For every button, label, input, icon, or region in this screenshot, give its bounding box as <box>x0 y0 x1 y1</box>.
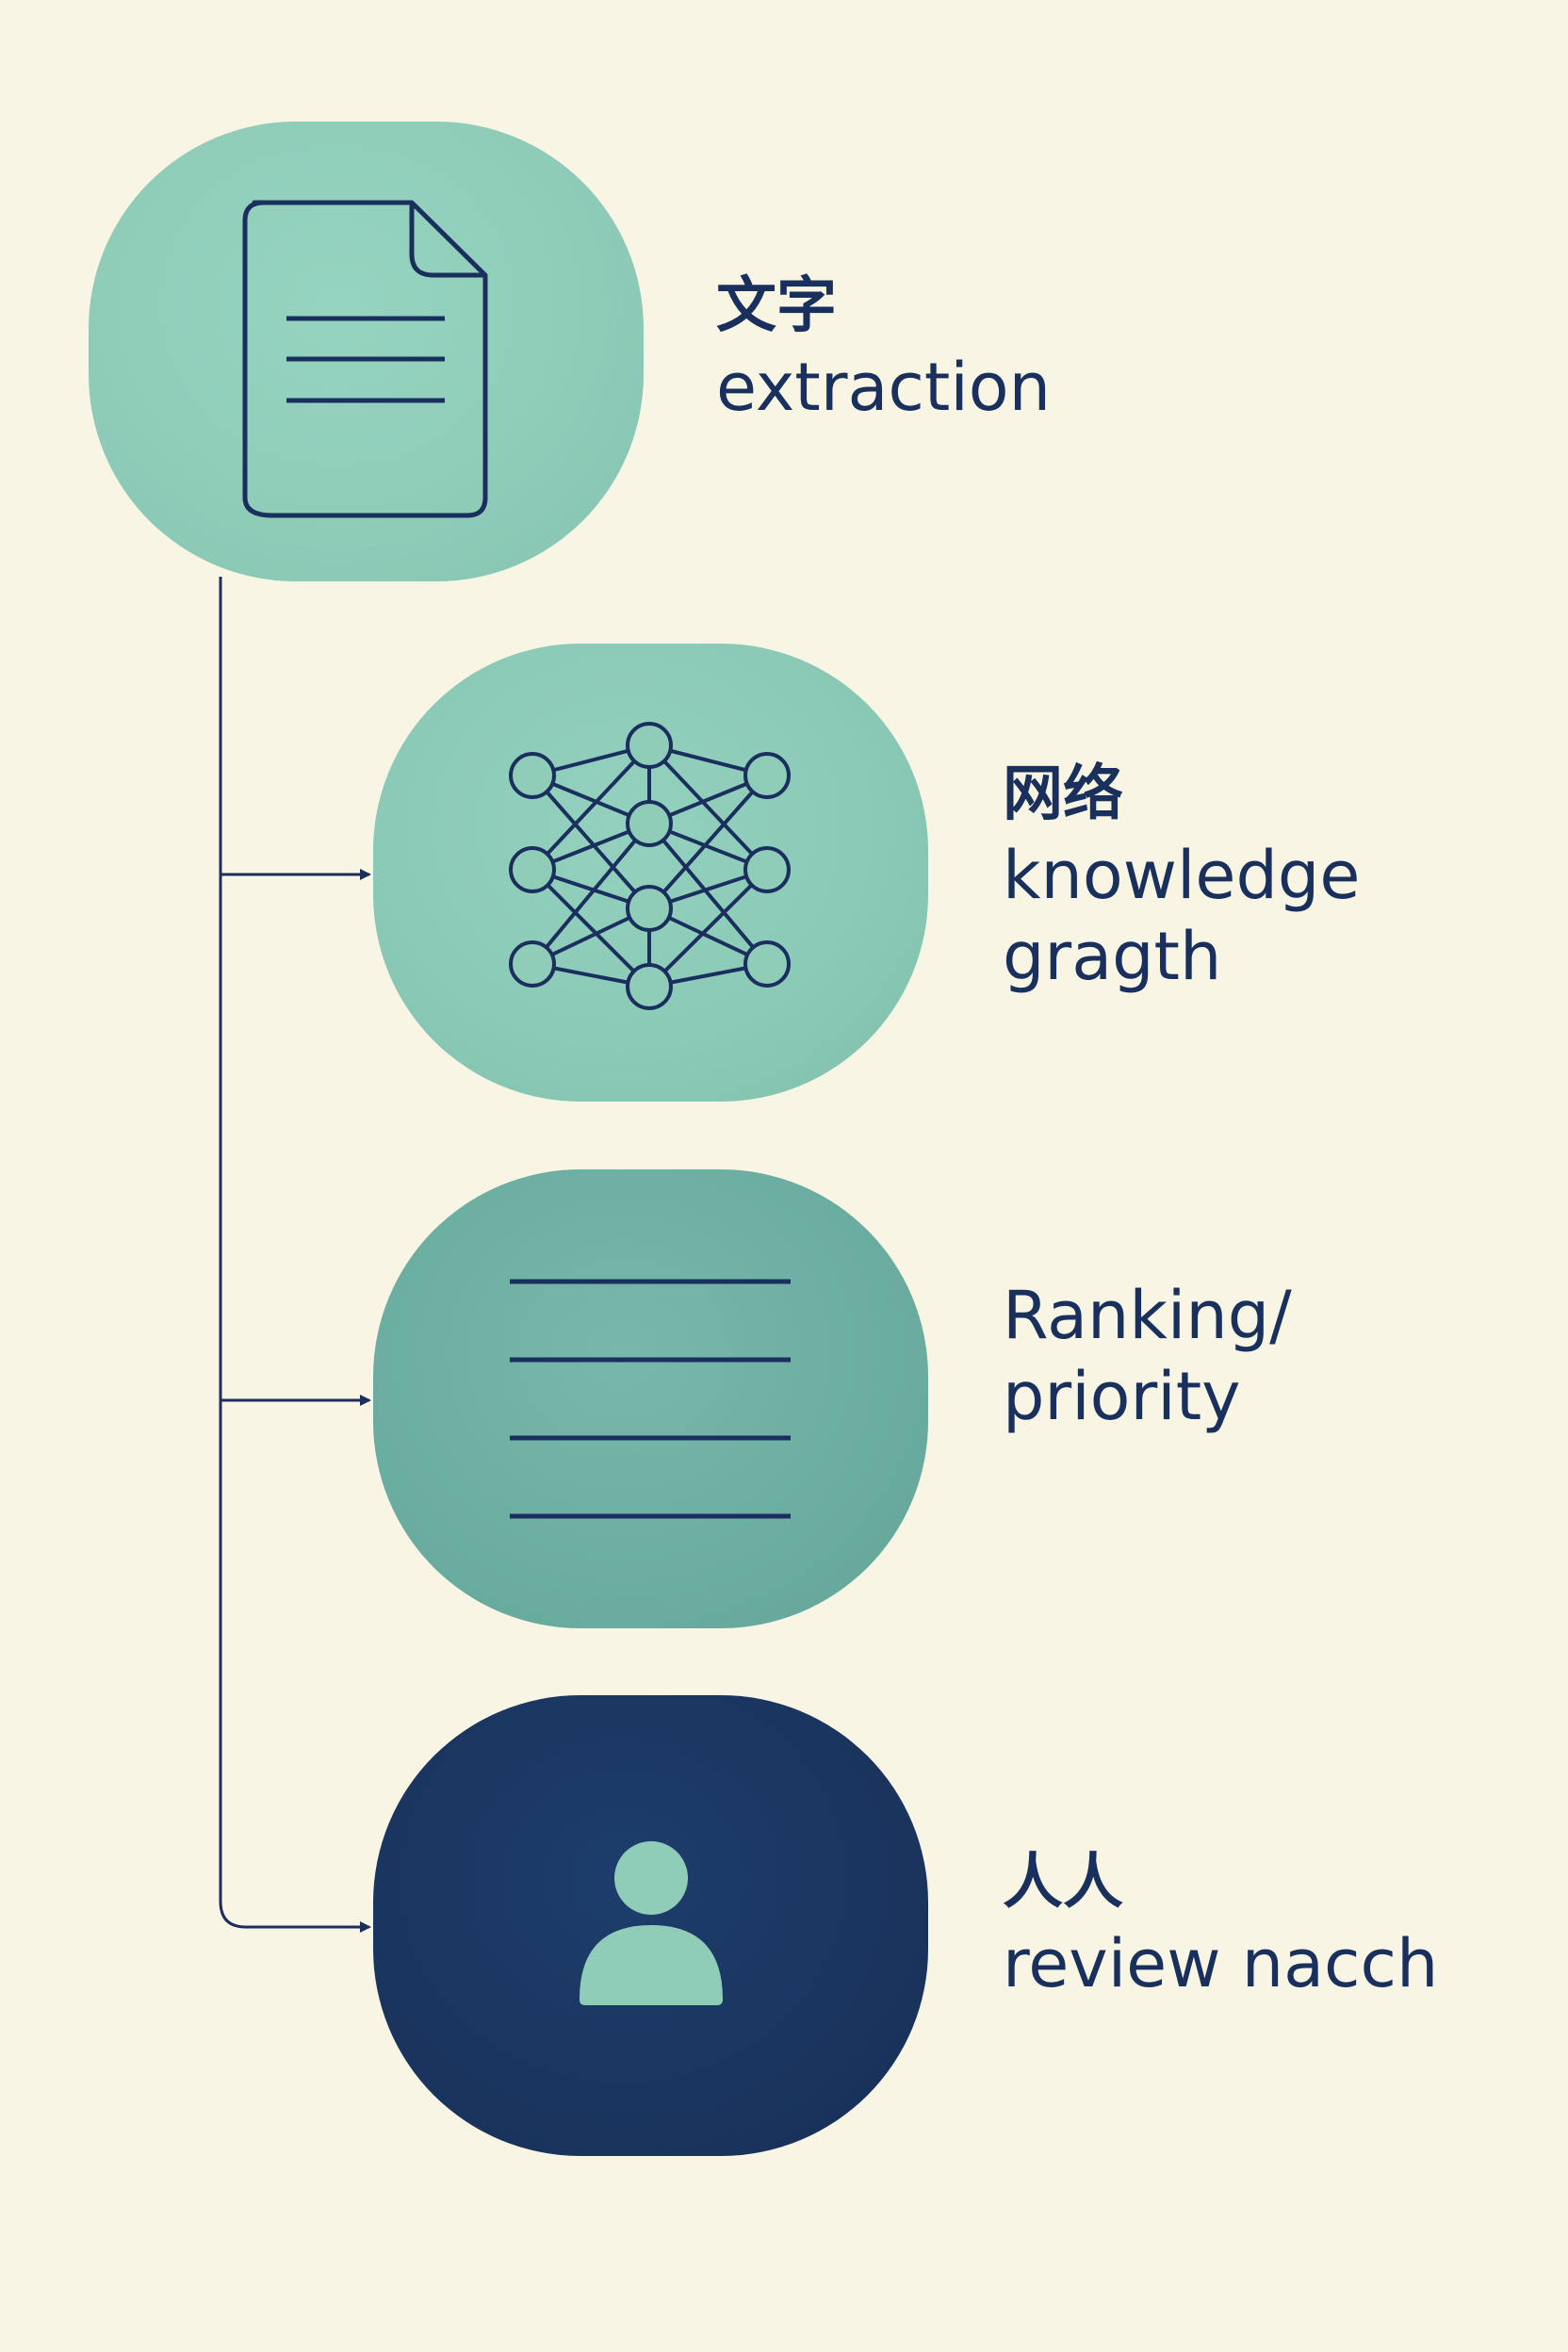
knowledge-graph-label-line-2: gragth <box>1003 918 1222 995</box>
extraction-label-cjk: 文字 <box>716 271 837 341</box>
knowledge-graph-label: 网络 knowledge gragth <box>1003 754 1360 997</box>
ranked-list-icon <box>510 1279 791 1519</box>
ranking-label: Ranking/ priority <box>1003 1275 1292 1437</box>
human-review-label-cjk: 人人 <box>1003 1848 1123 1918</box>
document-icon <box>242 200 488 518</box>
human-review-label: 人人 review nacch <box>1003 1842 1438 2004</box>
ranking-label-line-2: priority <box>1003 1358 1241 1435</box>
extraction-label: 文字 extraction <box>716 266 1051 428</box>
knowledge-graph-label-cjk: 网络 <box>1003 760 1123 829</box>
network-graph-icon <box>509 722 791 1010</box>
ranking-node <box>373 1169 928 1628</box>
extraction-label-text: extraction <box>716 349 1051 426</box>
extraction-node <box>89 122 644 581</box>
knowledge-graph-node <box>373 644 928 1102</box>
trunk-line <box>219 577 371 1933</box>
ranking-label-line-1: Ranking/ <box>1003 1277 1292 1354</box>
knowledge-graph-label-line-1: knowledge <box>1003 837 1361 914</box>
person-icon <box>580 1841 723 2005</box>
human-review-node <box>373 1695 928 2156</box>
human-review-label-text: review nacch <box>1003 1925 1439 2002</box>
